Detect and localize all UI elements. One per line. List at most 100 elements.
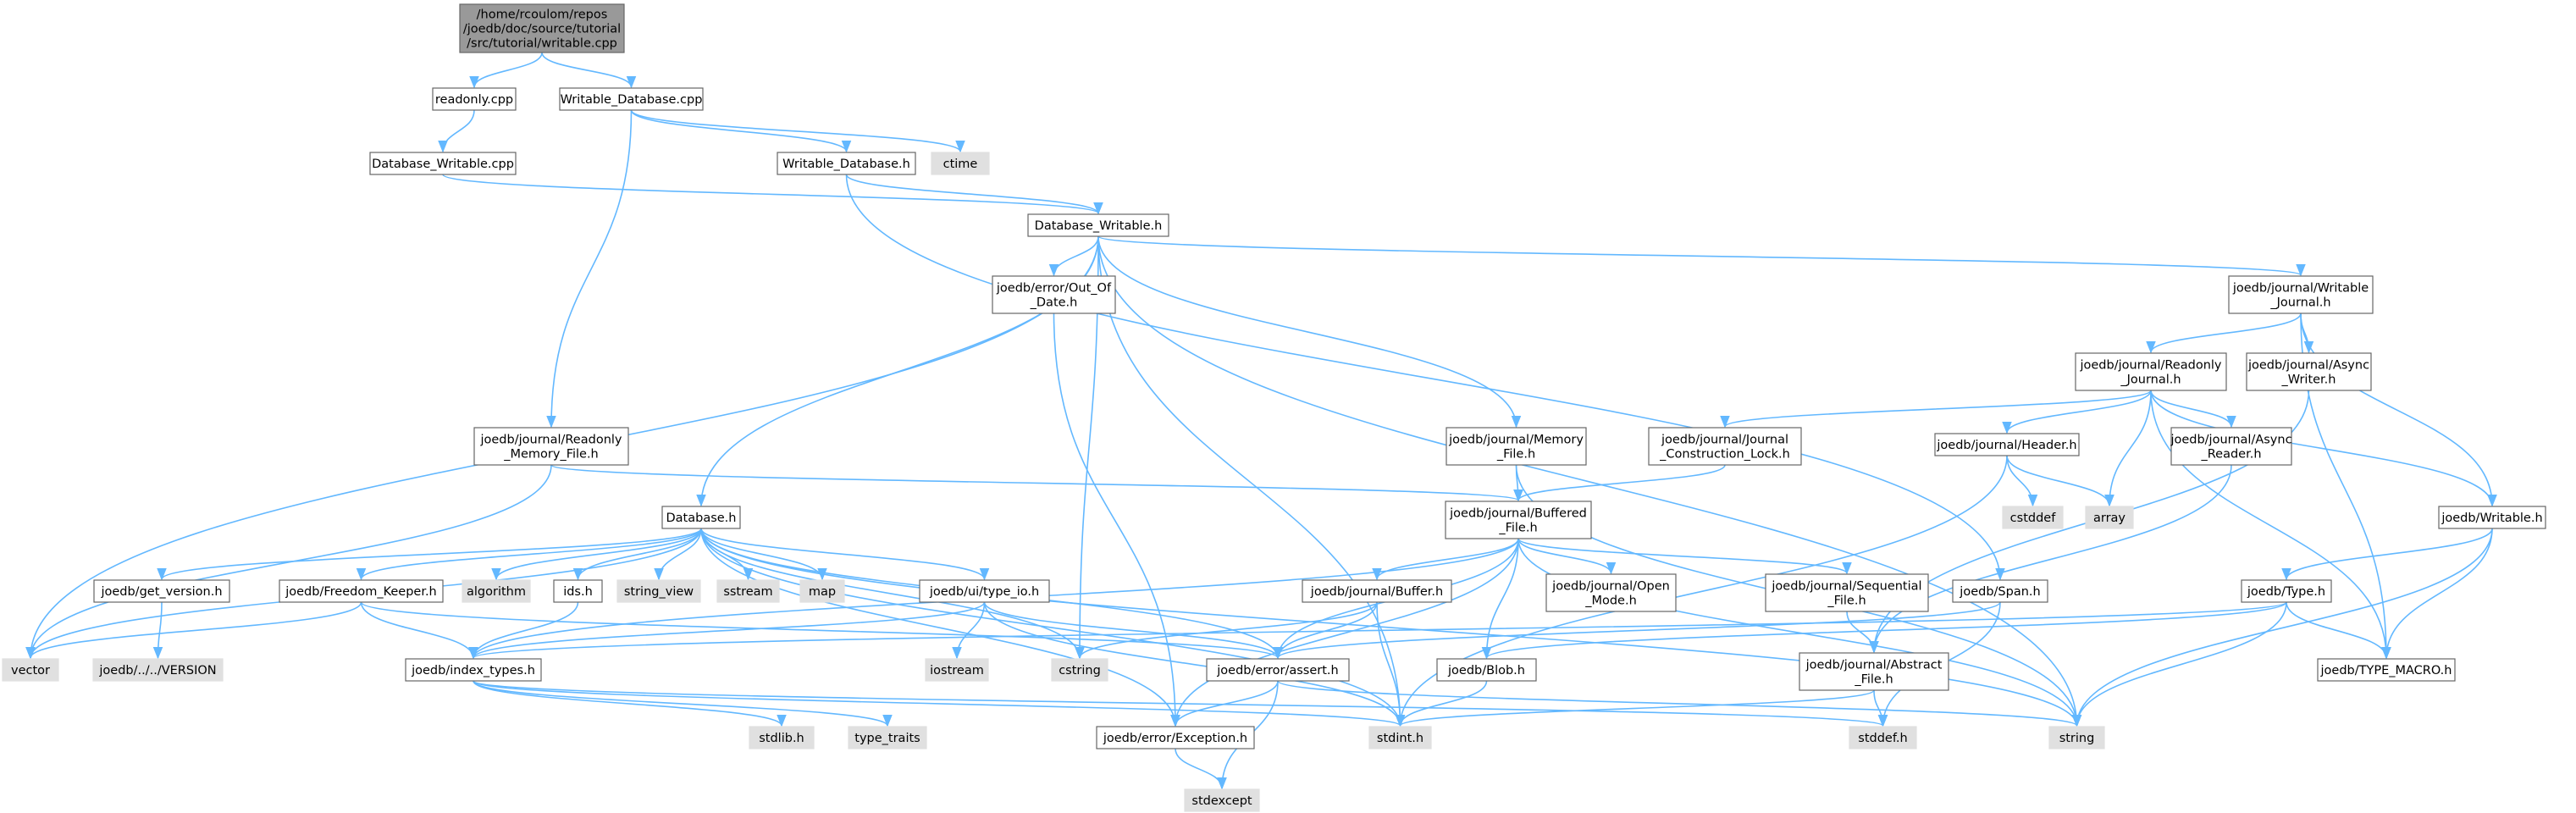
node-label-line: _Date.h <box>1030 296 1078 310</box>
node-index-types-h[interactable]: joedb/index_types.h <box>405 658 542 682</box>
edge-writable_database_h-to-database_writable_h <box>845 174 1103 215</box>
node-memory-file-h[interactable]: joedb/journal/Memory_File.h <box>1446 427 1587 466</box>
node-label-line: joedb/journal/Async <box>2170 434 2291 447</box>
edge-database_writable_h-to-writable_journal_h <box>1097 235 2305 277</box>
node-writable-database-h[interactable]: Writable_Database.h <box>777 152 916 175</box>
edge-async_reader_h-to-abstract_file_h <box>1869 464 2232 654</box>
node-buffer-h[interactable]: joedb/journal/Buffer.h <box>1302 579 1452 603</box>
node-blob-h[interactable]: joedb/Blob.h <box>1436 658 1537 682</box>
node-label-line: _Journal.h <box>2269 296 2330 310</box>
node-label-line: string_view <box>624 585 694 599</box>
node-box <box>2228 275 2374 314</box>
node-string: string <box>2048 726 2105 749</box>
node-box <box>432 87 517 111</box>
node-exception-h[interactable]: joedb/error/Exception.h <box>1096 726 1255 749</box>
edge-buffer_h-to-stdint_h <box>1376 601 1406 727</box>
edge-index_types_h-to-stdint_h <box>473 680 1405 727</box>
node-async-writer-h[interactable]: joedb/journal/Async_Writer.h <box>2246 352 2372 391</box>
edge-readonly_journal_h-to-writable_h <box>2150 390 2497 507</box>
dependency-nodes: /home/rcoulom/repos/joedb/doc/source/tut… <box>2 3 2546 812</box>
node-box <box>1648 427 1802 466</box>
node-sequential-file-h[interactable]: joedb/journal/Sequential_File.h <box>1765 573 1929 612</box>
node-database-writable-cpp[interactable]: Database_Writable.cpp <box>369 152 517 175</box>
node-stdint-h: stdint.h <box>1368 726 1432 749</box>
edge-buffered_file_h-to-exception_h <box>1170 538 1519 727</box>
node-box <box>716 579 780 603</box>
node-label-line: ids.h <box>563 585 593 599</box>
node-box <box>2002 506 2064 529</box>
edge-exception_h-to-stdexcept <box>1175 748 1227 790</box>
node-database-h[interactable]: Database.h <box>661 506 741 529</box>
edge-buffered_file_h-to-sequential_file_h <box>1517 538 1852 575</box>
node-map: map <box>799 579 845 603</box>
node-root[interactable]: /home/rcoulom/repos/joedb/doc/source/tut… <box>459 3 625 53</box>
node-box <box>925 658 989 682</box>
edge-type_io_h-to-stdint_h <box>983 601 1406 727</box>
edge-readonly_journal_h-to-type_macro_h <box>2150 390 2391 660</box>
node-type-traits: type_traits <box>848 726 927 749</box>
node-label-line: Database.h <box>666 512 737 525</box>
node-buffered-file-h[interactable]: joedb/journal/Buffered_File.h <box>1445 501 1592 539</box>
node-label-line: Database_Writable.h <box>1035 219 1163 233</box>
node-label-line: sstream <box>723 585 772 599</box>
node-readonly-journal-h[interactable]: joedb/journal/Readonly_Journal.h <box>2075 352 2227 391</box>
edge-span_h-to-assert_h <box>1273 601 2001 660</box>
edge-writable_database_h-to-span_h <box>845 174 2005 581</box>
node-database-writable-h[interactable]: Database_Writable.h <box>1027 213 1169 237</box>
node-ids-h[interactable]: ids.h <box>553 579 603 603</box>
node-open-mode-h[interactable]: joedb/journal/Open_Mode.h <box>1545 573 1677 612</box>
node-out-of-date-h[interactable]: joedb/error/Out_Of_Date.h <box>992 275 1116 314</box>
node-writable-journal-h[interactable]: joedb/journal/Writable_Journal.h <box>2228 275 2374 314</box>
edge-writable_journal_h-to-writable_h <box>2300 312 2497 507</box>
node-box <box>279 579 444 603</box>
node-async-reader-h[interactable]: joedb/journal/Async_Reader.h <box>2170 427 2292 466</box>
node-label-line: joedb/error/assert.h <box>1216 664 1338 678</box>
edge-index_types_h-to-stdlib_h <box>473 680 787 727</box>
edge-freedom_keeper_h-to-vector <box>25 601 362 660</box>
edge-database_h-to-get_version_h <box>157 528 702 581</box>
node-label-line: _File.h <box>1827 595 1866 608</box>
edge-database_h-to-type_io_h <box>700 528 990 581</box>
edge-type_h-to-blob_h <box>1482 601 2287 660</box>
node-get-version-h[interactable]: joedb/get_version.h <box>93 579 230 603</box>
node-label-line: joedb/journal/Readonly <box>479 434 622 447</box>
node-box <box>1445 501 1592 539</box>
node-label-line: /joedb/doc/source/tutorial <box>463 23 621 36</box>
node-assert-h[interactable]: joedb/error/assert.h <box>1206 658 1350 682</box>
node-label-line: _File.h <box>1498 522 1537 535</box>
node-box <box>1302 579 1452 603</box>
edge-header_h-to-stdint_h <box>1395 455 2008 727</box>
node-freedom-keeper-h[interactable]: joedb/Freedom_Keeper.h <box>279 579 444 603</box>
node-label-line: ctime <box>943 158 978 171</box>
node-readonly-cpp[interactable]: readonly.cpp <box>432 87 517 111</box>
node-type-h[interactable]: joedb/Type.h <box>2241 579 2332 603</box>
node-type-io-h[interactable]: joedb/ui/type_io.h <box>919 579 1050 603</box>
node-label-line: joedb/journal/Memory <box>1448 434 1584 447</box>
node-writable-database-cpp[interactable]: Writable_Database.cpp <box>559 87 704 111</box>
node-box <box>2170 427 2292 466</box>
node-box <box>919 579 1050 603</box>
node-box <box>553 579 603 603</box>
node-writable-h[interactable]: joedb/Writable.h <box>2438 506 2546 529</box>
node-box <box>1849 726 1917 749</box>
edge-root-to-writable_database_cpp <box>541 52 637 89</box>
node-readonly-memory-file-h[interactable]: joedb/journal/Readonly_Memory_File.h <box>473 427 629 466</box>
node-span-h[interactable]: joedb/Span.h <box>1952 579 2048 603</box>
node-abstract-file-h[interactable]: joedb/journal/Abstract_File.h <box>1799 652 1949 691</box>
edge-abstract_file_h-to-stdint_h <box>1396 689 1875 727</box>
edge-assert_h-to-string <box>1277 680 2081 727</box>
node-sstream: sstream <box>716 579 780 603</box>
edge-readonly_memory_file_h-to-buffered_file_h <box>550 464 1523 502</box>
node-header-h[interactable]: joedb/journal/Header.h <box>1934 433 2080 456</box>
node-label-line: joedb/error/Exception.h <box>1103 732 1247 745</box>
edge-type_h-to-index_types_h <box>469 601 2287 660</box>
node-label-line: joedb/get_version.h <box>100 585 222 599</box>
node-box <box>777 152 916 175</box>
edge-database_h-to-freedom_keeper_h <box>356 528 702 581</box>
node-box <box>992 275 1116 314</box>
node-label-line: _Journal.h <box>2120 373 2181 387</box>
node-label-line: cstring <box>1059 664 1101 678</box>
node-label-line: joedb/journal/Open <box>1551 580 1670 594</box>
node-journal-construction-lock-h[interactable]: joedb/journal/Journal_Construction_Lock.… <box>1648 427 1802 466</box>
node-type-macro-h[interactable]: joedb/TYPE_MACRO.h <box>2317 658 2456 682</box>
